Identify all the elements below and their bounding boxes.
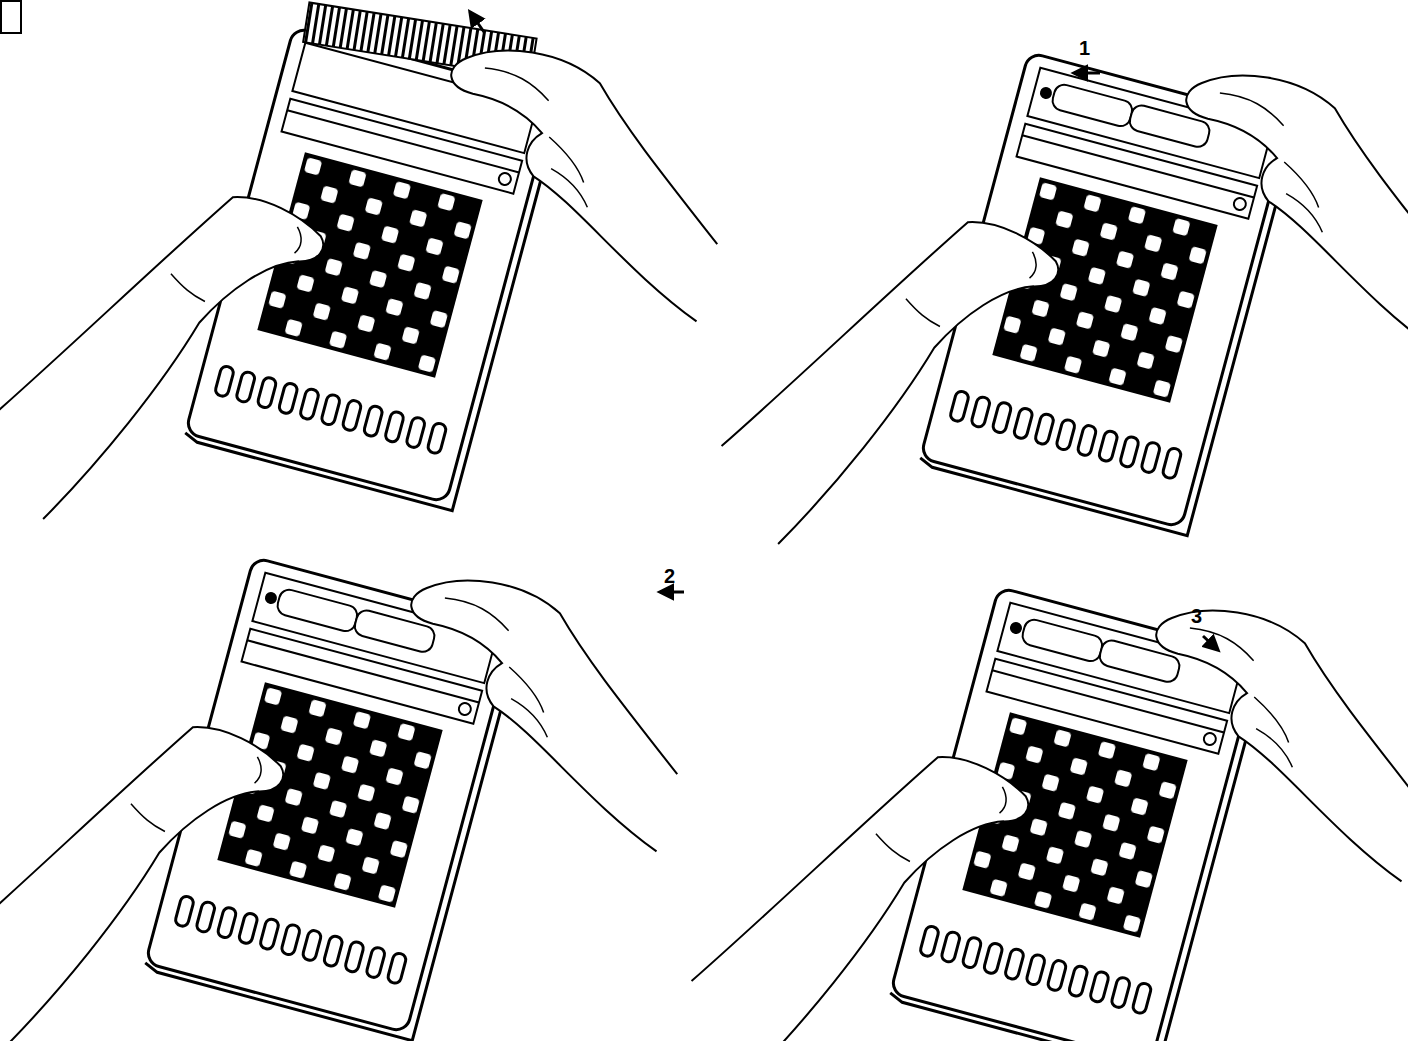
device-panel: [0, 0, 757, 669]
device-panel: [701, 0, 1408, 694]
corner-mark: [1, 1, 21, 33]
callout-number: 1: [1079, 38, 1090, 58]
device-panel: [671, 500, 1408, 1041]
callout-number: 3: [1191, 606, 1202, 626]
direction-arrow: [660, 591, 684, 594]
direction-arrow: [1074, 72, 1100, 75]
callout-number: 2: [664, 566, 675, 586]
direction-arrow: [470, 12, 484, 32]
direction-arrow: [1203, 636, 1218, 650]
device-panel: [0, 470, 713, 1041]
